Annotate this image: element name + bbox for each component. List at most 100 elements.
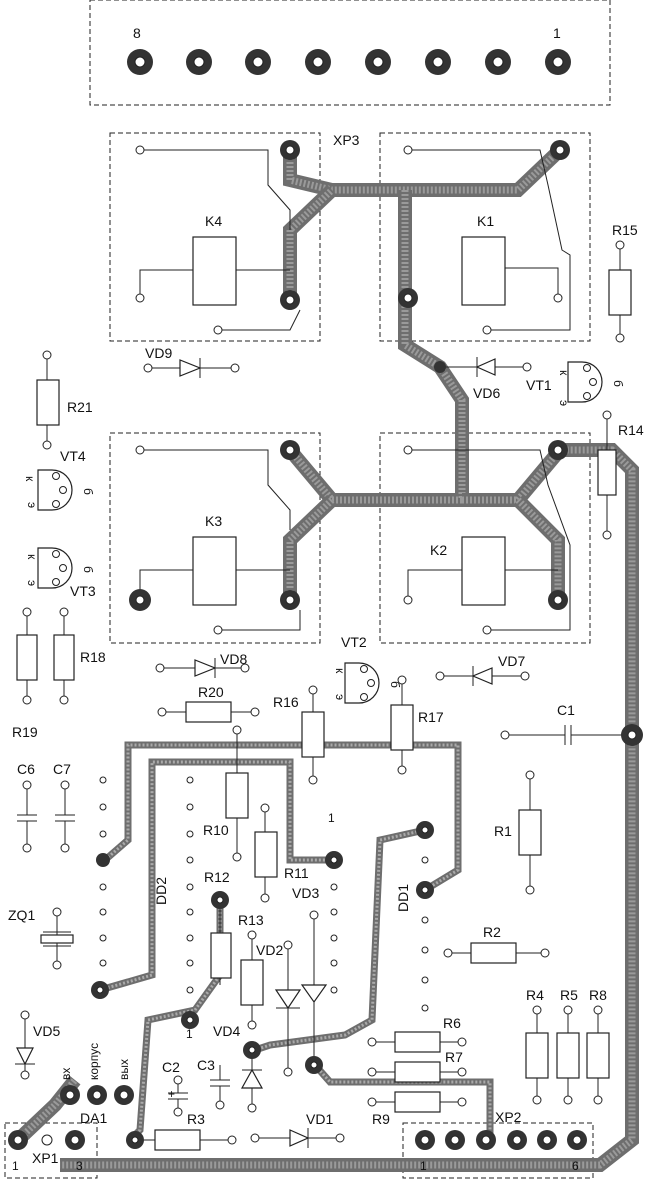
r4-label: R4 bbox=[526, 987, 544, 1003]
resistor-r16 bbox=[301, 685, 325, 785]
c3-label: C3 bbox=[197, 1057, 215, 1073]
vd1-label: VD1 bbox=[306, 1111, 333, 1127]
relay-k3 bbox=[129, 440, 301, 635]
c1-label: C1 bbox=[557, 702, 575, 718]
resistor-r18 bbox=[53, 607, 75, 705]
vt1-pin-b: б bbox=[611, 380, 625, 387]
c2-polarity: + bbox=[168, 1087, 175, 1101]
resistor-r12 bbox=[210, 891, 232, 985]
resistor-r5 bbox=[556, 1005, 580, 1105]
top-connector-outline bbox=[89, 0, 611, 106]
transistor-vt2: к э б bbox=[333, 662, 402, 704]
connector-xp2 bbox=[415, 1130, 587, 1150]
relay-k2 bbox=[403, 440, 571, 635]
vd4-label: VD4 bbox=[213, 1023, 240, 1039]
vt2-pin-b: б bbox=[388, 681, 402, 688]
vd8-label: VD8 bbox=[220, 651, 247, 667]
diode-vd4 bbox=[240, 1041, 264, 1113]
da1-pin-out: вых bbox=[117, 1059, 131, 1080]
top-pin-last-label: 1 bbox=[553, 25, 561, 41]
dd2-pin1-label: 1 bbox=[186, 1027, 193, 1041]
da1-pin-in: вх bbox=[59, 1068, 73, 1080]
vd5-label: VD5 bbox=[33, 1023, 60, 1039]
diode-vd3 bbox=[300, 910, 328, 1074]
r1-label: R1 bbox=[494, 823, 512, 839]
vt4-pin-e: э bbox=[25, 502, 39, 508]
crystal-zq1 bbox=[40, 907, 74, 970]
diode-vd5 bbox=[15, 1010, 35, 1080]
dd2-label: DD2 bbox=[153, 877, 169, 905]
relay-k4-outline bbox=[109, 132, 321, 342]
relay-k2-label: K2 bbox=[430, 542, 447, 558]
diode-vd8 bbox=[155, 658, 250, 678]
capacitor-c6 bbox=[17, 780, 37, 853]
vd6-label: VD6 bbox=[473, 385, 500, 401]
vt1-pin-e: э bbox=[557, 400, 571, 406]
ic-da1 bbox=[60, 1085, 134, 1105]
relay-k4-label: K4 bbox=[205, 213, 222, 229]
resistor-r11 bbox=[254, 803, 278, 903]
r5-label: R5 bbox=[560, 987, 578, 1003]
r16-label: R16 bbox=[273, 694, 299, 710]
zq1-label: ZQ1 bbox=[8, 907, 35, 923]
transistor-vt1: к э б bbox=[557, 361, 625, 406]
resistor-r17 bbox=[390, 675, 414, 775]
resistor-r9 bbox=[367, 1091, 467, 1113]
xp1-pin-first: 1 bbox=[12, 1159, 19, 1173]
vt2-pin-e: э bbox=[333, 694, 347, 700]
xp2-label: XP2 bbox=[495, 1109, 522, 1125]
vt4-pin-b: б bbox=[81, 488, 95, 495]
diode-vd7 bbox=[435, 666, 530, 686]
r15-label: R15 bbox=[612, 222, 638, 238]
resistor-r3 bbox=[126, 1129, 237, 1151]
xp1-pin-last: 3 bbox=[76, 1159, 83, 1173]
diode-vd2 bbox=[274, 940, 302, 1077]
resistor-r19 bbox=[16, 607, 38, 705]
dd1-pin1-label: 1 bbox=[328, 811, 335, 825]
resistor-r1 bbox=[518, 770, 542, 895]
r9-label: R9 bbox=[372, 1111, 390, 1127]
diode-vd6 bbox=[434, 357, 532, 377]
da1-label: DA1 bbox=[80, 1110, 107, 1126]
ic-dd2-pins bbox=[91, 776, 199, 1029]
relay-k1-label: K1 bbox=[477, 213, 494, 229]
xp2-pin-last: 6 bbox=[572, 1159, 579, 1173]
r10-label: R10 bbox=[203, 822, 229, 838]
xp1-label: XP1 bbox=[32, 1150, 59, 1166]
r21-label: R21 bbox=[67, 399, 93, 415]
xp1-outline bbox=[4, 1122, 98, 1179]
top-pin-first-label: 8 bbox=[133, 25, 141, 41]
ic-dd1-pins bbox=[325, 821, 434, 1012]
c7-label: C7 bbox=[53, 761, 71, 777]
vd9-label: VD9 bbox=[145, 345, 172, 361]
vt3-pin-k: к bbox=[25, 554, 39, 560]
relay-k2-outline bbox=[379, 432, 591, 644]
r13-label: R13 bbox=[238, 912, 264, 928]
vt4-label: VT4 bbox=[60, 448, 86, 464]
resistor-r7 bbox=[367, 1061, 467, 1083]
r17-label: R17 bbox=[418, 709, 444, 725]
capacitor-c3 bbox=[210, 1065, 230, 1110]
xp3-label: XP3 bbox=[333, 132, 360, 148]
capacitor-c1 bbox=[500, 724, 643, 746]
r11-label: R11 bbox=[284, 865, 309, 881]
resistor-r8 bbox=[586, 1005, 610, 1105]
vd3-label: VD3 bbox=[292, 885, 319, 901]
c6-label: C6 bbox=[17, 761, 35, 777]
vd7-label: VD7 bbox=[498, 653, 525, 669]
relay-k3-outline bbox=[109, 432, 321, 644]
resistor-r6 bbox=[367, 1031, 467, 1053]
vt3-pin-e: э bbox=[25, 580, 39, 586]
transistor-vt3: к э б bbox=[25, 547, 95, 589]
resistor-r15 bbox=[608, 240, 632, 343]
vt3-pin-b: б bbox=[81, 566, 95, 573]
diode-vd9 bbox=[143, 358, 240, 378]
c2-label: C2 bbox=[162, 1059, 180, 1075]
relay-k1 bbox=[398, 140, 571, 335]
r3-label: R3 bbox=[187, 1111, 205, 1127]
da1-pin-case: корпус bbox=[87, 1043, 101, 1080]
dd1-label: DD1 bbox=[395, 884, 411, 912]
r2-label: R2 bbox=[483, 924, 501, 940]
vt2-pin-k: к bbox=[333, 668, 347, 674]
copper-tracks bbox=[13, 144, 639, 1172]
